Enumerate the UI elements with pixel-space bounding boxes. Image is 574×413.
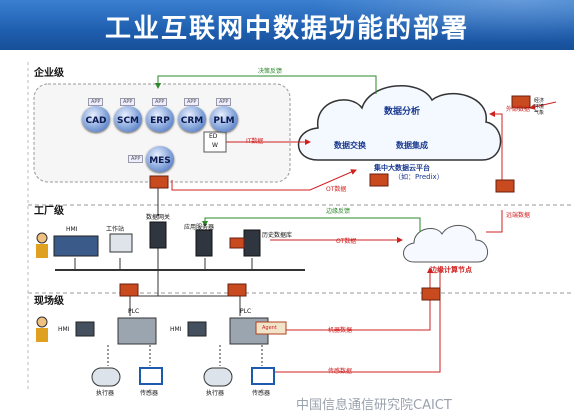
app-tag: APP xyxy=(184,98,200,106)
banner-wave xyxy=(274,0,574,50)
app-tag: APP xyxy=(216,98,232,106)
app-scm[interactable]: SCM xyxy=(114,106,142,132)
firewall-icon xyxy=(227,283,247,297)
factory-hmi-screen xyxy=(53,235,99,257)
plc-2-label: PLC xyxy=(240,308,252,315)
firewall-icon xyxy=(495,179,515,193)
field-hmi-1 xyxy=(75,321,95,337)
edw-label-1: ED xyxy=(209,133,218,140)
sensor-2-label: 传感器 xyxy=(252,390,271,397)
field-hmi-1-label: HMI xyxy=(58,326,70,333)
app-erp[interactable]: ERP xyxy=(146,106,174,132)
sensor-1-shape xyxy=(139,367,163,385)
cloud-platform-sub: （如：Predix） xyxy=(394,173,444,181)
actuator-2-shape xyxy=(203,367,233,387)
operator-icon xyxy=(36,316,48,328)
firewall-icon xyxy=(421,287,441,301)
operator-icon xyxy=(36,244,48,258)
actuator-1-label: 执行器 xyxy=(96,390,115,397)
plc-1-label: PLC xyxy=(128,308,140,315)
history-db-label: 历史数据库 xyxy=(262,232,293,239)
sensor-2-shape xyxy=(251,367,275,385)
operator-icon xyxy=(36,328,48,342)
gateway-shape xyxy=(149,221,167,249)
edge-node-label: 边缘计算节点 xyxy=(430,266,472,274)
watermark: 中国信息通信研究院CAICT xyxy=(296,398,452,413)
app-server-shape xyxy=(195,229,213,257)
firewall-icon xyxy=(511,95,531,109)
firewall-icon xyxy=(119,283,139,297)
field-level-label: 现场级 xyxy=(34,296,64,307)
gateway-label: 数据网关 xyxy=(146,214,171,221)
app-mes[interactable]: MES xyxy=(146,146,174,172)
app-tag: APP xyxy=(120,98,136,106)
cloud-exchange-label: 数据交换 xyxy=(334,141,366,150)
field-hmi-2-label: HMI xyxy=(170,326,182,333)
factory-level-label: 工厂级 xyxy=(34,206,64,217)
title-banner xyxy=(0,0,574,50)
cloud-analysis-label: 数据分析 xyxy=(384,107,421,117)
app-tag: APP xyxy=(152,98,168,106)
app-cad[interactable]: CAD xyxy=(82,106,110,132)
agent-label: Agent xyxy=(262,325,277,331)
page-title: 工业互联网中数据功能的部署 xyxy=(104,14,469,44)
decision-feedback-label: 决策反馈 xyxy=(258,68,283,75)
app-crm[interactable]: CRM xyxy=(178,106,206,132)
app-plm[interactable]: PLM xyxy=(210,106,238,132)
actuator-2-label: 执行器 xyxy=(206,390,225,397)
cloud-shape xyxy=(297,84,502,161)
agent-box xyxy=(255,321,287,335)
app-tag: APP xyxy=(128,155,144,163)
machine-data-label: 机器数据 xyxy=(328,327,353,334)
operator-icon xyxy=(36,232,48,244)
history-db-shape xyxy=(243,229,261,257)
app-server-label: 应用服务器 xyxy=(184,224,215,231)
edge-cloud-shape xyxy=(403,225,488,263)
external-data-label: 外部数据 xyxy=(506,106,531,113)
it-data-label: IT数据 xyxy=(246,138,264,145)
sensor-data-label: 传感数据 xyxy=(328,368,353,375)
edge-feedback-label: 边缘反馈 xyxy=(326,208,351,215)
workstation-label: 工作站 xyxy=(106,226,125,233)
enterprise-level-label: 企业级 xyxy=(34,68,64,79)
cloud-platform-label: 集中大数据云平台 xyxy=(374,164,430,172)
cloud-integration-label: 数据集成 xyxy=(396,141,428,150)
firewall-icon xyxy=(369,173,389,187)
ot-data-mid-label: OT数据 xyxy=(336,238,357,245)
edw-box xyxy=(203,131,227,153)
env-tags: 经济 环境 气象 xyxy=(534,98,545,116)
factory-hmi-label: HMI xyxy=(66,226,78,233)
edw-label-2: W xyxy=(212,142,218,149)
ot-data-top-label: OT数据 xyxy=(326,186,347,193)
firewall-icon xyxy=(149,175,169,189)
sensor-1-label: 传感器 xyxy=(140,390,159,397)
plc-1-rack xyxy=(117,317,157,345)
field-hmi-2 xyxy=(187,321,207,337)
firewall-icon xyxy=(229,237,245,249)
remote-data-label: 远端数据 xyxy=(506,212,531,219)
actuator-1-shape xyxy=(91,367,121,387)
app-tag: APP xyxy=(88,98,104,106)
workstation-shape xyxy=(109,233,133,253)
